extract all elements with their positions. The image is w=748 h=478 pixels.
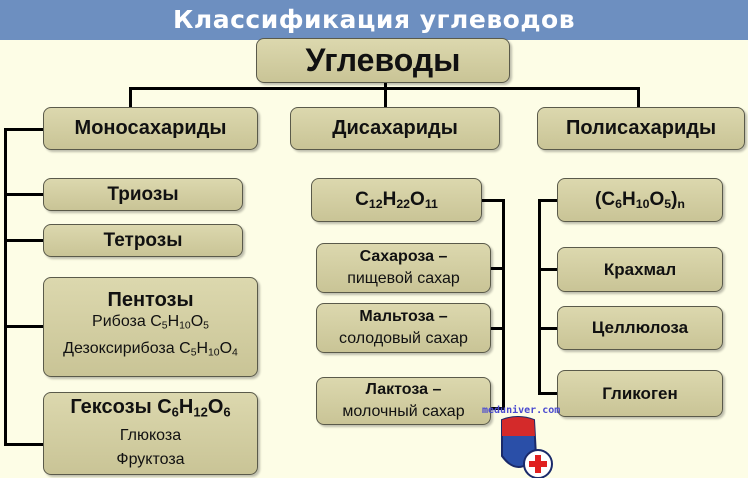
connector — [4, 443, 44, 446]
tetroses-label: Тетрозы — [103, 229, 183, 251]
sucrose-desc: пищевой сахар — [347, 270, 460, 287]
f: C — [179, 340, 191, 357]
f: n — [677, 197, 685, 212]
meduniver-logo: meduniver.com — [482, 405, 566, 478]
connector — [384, 82, 387, 89]
f: O — [219, 340, 233, 357]
f: C — [355, 188, 369, 210]
sucrose-node: Сахароза – пищевой сахар — [316, 243, 491, 293]
connector — [538, 268, 558, 271]
f: 11 — [424, 197, 438, 212]
poly-formula: (C6H10O5)n — [595, 189, 685, 211]
starch-label: Крахмал — [603, 259, 677, 279]
maltose-node: Мальтоза – солодовый сахар — [316, 303, 491, 353]
f: H — [167, 313, 180, 331]
f: H — [621, 188, 636, 210]
di-label: Дисахариды — [332, 117, 458, 139]
di-formula: C12H22O11 — [355, 189, 438, 211]
connector — [490, 267, 504, 270]
connector — [4, 128, 7, 446]
f: 5 — [190, 347, 197, 359]
root-node: Углеводы — [256, 38, 510, 83]
deoxyribose-label: Дезоксирибоза — [63, 340, 175, 357]
f: 5 — [203, 321, 209, 332]
f: O — [649, 188, 665, 210]
connector — [637, 87, 640, 108]
f: 5 — [161, 321, 168, 332]
connector — [384, 87, 387, 108]
f: 6 — [171, 404, 179, 420]
lactose-desc: молочный сахар — [342, 403, 465, 420]
f: 10 — [635, 197, 650, 212]
glycogen-label: Гликоген — [602, 383, 678, 403]
f: 10 — [208, 347, 220, 359]
f: O — [410, 188, 425, 210]
mono-label: Моносахариды — [74, 117, 227, 139]
lactose-name: Лактоза – — [365, 381, 442, 398]
f: 4 — [232, 347, 238, 359]
trioses-node: Триозы — [43, 178, 243, 211]
di-formula-node: C12H22O11 — [311, 178, 482, 222]
trioses-label: Триозы — [107, 183, 179, 205]
f: C — [157, 395, 172, 418]
page-title: Классификация углеводов — [0, 0, 748, 40]
root-label: Углеводы — [305, 42, 461, 78]
hexoses-title: Гексозы C6H12O6 — [70, 395, 230, 424]
poly-formula-node: (C6H10O5)n — [557, 178, 723, 222]
shield-cross-icon — [501, 416, 553, 478]
connector — [4, 239, 44, 242]
deoxyribose-line: Дезоксирибоза C5H10O4 — [63, 338, 238, 365]
starch-node: Крахмал — [557, 247, 723, 292]
pentoses-title: Пентозы — [107, 289, 194, 312]
f: ) — [671, 188, 678, 210]
connector — [538, 199, 558, 202]
connector — [482, 199, 504, 202]
f: 6 — [223, 404, 231, 420]
hexoses-node: Гексозы C6H12O6 Глюкоза Фруктоза — [43, 392, 258, 475]
poly-node: Полисахариды — [537, 107, 745, 150]
connector — [538, 327, 558, 330]
connector — [502, 199, 505, 410]
connector — [490, 327, 504, 330]
t: Гексозы — [70, 395, 152, 418]
glucose-label: Глюкоза — [119, 427, 182, 445]
fructose-label: Фруктоза — [116, 451, 185, 469]
connector — [4, 193, 44, 196]
f: O — [190, 313, 204, 331]
f: O — [207, 395, 224, 418]
f: H — [382, 188, 397, 210]
f: 12 — [193, 404, 208, 420]
connector — [4, 128, 44, 131]
ribose-line: Рибоза C5H10O5 — [92, 311, 209, 338]
f: 10 — [179, 321, 191, 332]
f: 22 — [396, 197, 411, 212]
f: C — [150, 313, 162, 331]
mono-node: Моносахариды — [43, 107, 258, 150]
f: H — [178, 395, 194, 418]
ribose-label: Рибоза — [92, 313, 146, 331]
lactose-node: Лактоза – молочный сахар — [316, 377, 491, 425]
di-node: Дисахариды — [290, 107, 500, 150]
connector — [490, 407, 504, 410]
maltose-name: Мальтоза – — [359, 308, 448, 325]
f: 5 — [664, 197, 672, 212]
connector — [538, 392, 558, 395]
f: 6 — [615, 197, 622, 212]
connector — [4, 325, 44, 328]
f: H — [196, 340, 209, 357]
f: (C — [595, 188, 616, 210]
watermark-text: meduniver.com — [482, 405, 561, 416]
maltose-desc: солодовый сахар — [339, 330, 468, 347]
connector — [538, 199, 541, 395]
f: 12 — [368, 197, 383, 212]
poly-label: Полисахариды — [565, 117, 717, 139]
cellulose-label: Целлюлоза — [591, 318, 689, 337]
glycogen-node: Гликоген — [557, 370, 723, 417]
tetroses-node: Тетрозы — [43, 224, 243, 257]
sucrose-name: Сахароза – — [359, 248, 448, 265]
pentoses-node: Пентозы Рибоза C5H10O5 Дезоксирибоза C5H… — [43, 277, 258, 377]
cellulose-node: Целлюлоза — [557, 306, 723, 350]
connector — [129, 87, 132, 108]
